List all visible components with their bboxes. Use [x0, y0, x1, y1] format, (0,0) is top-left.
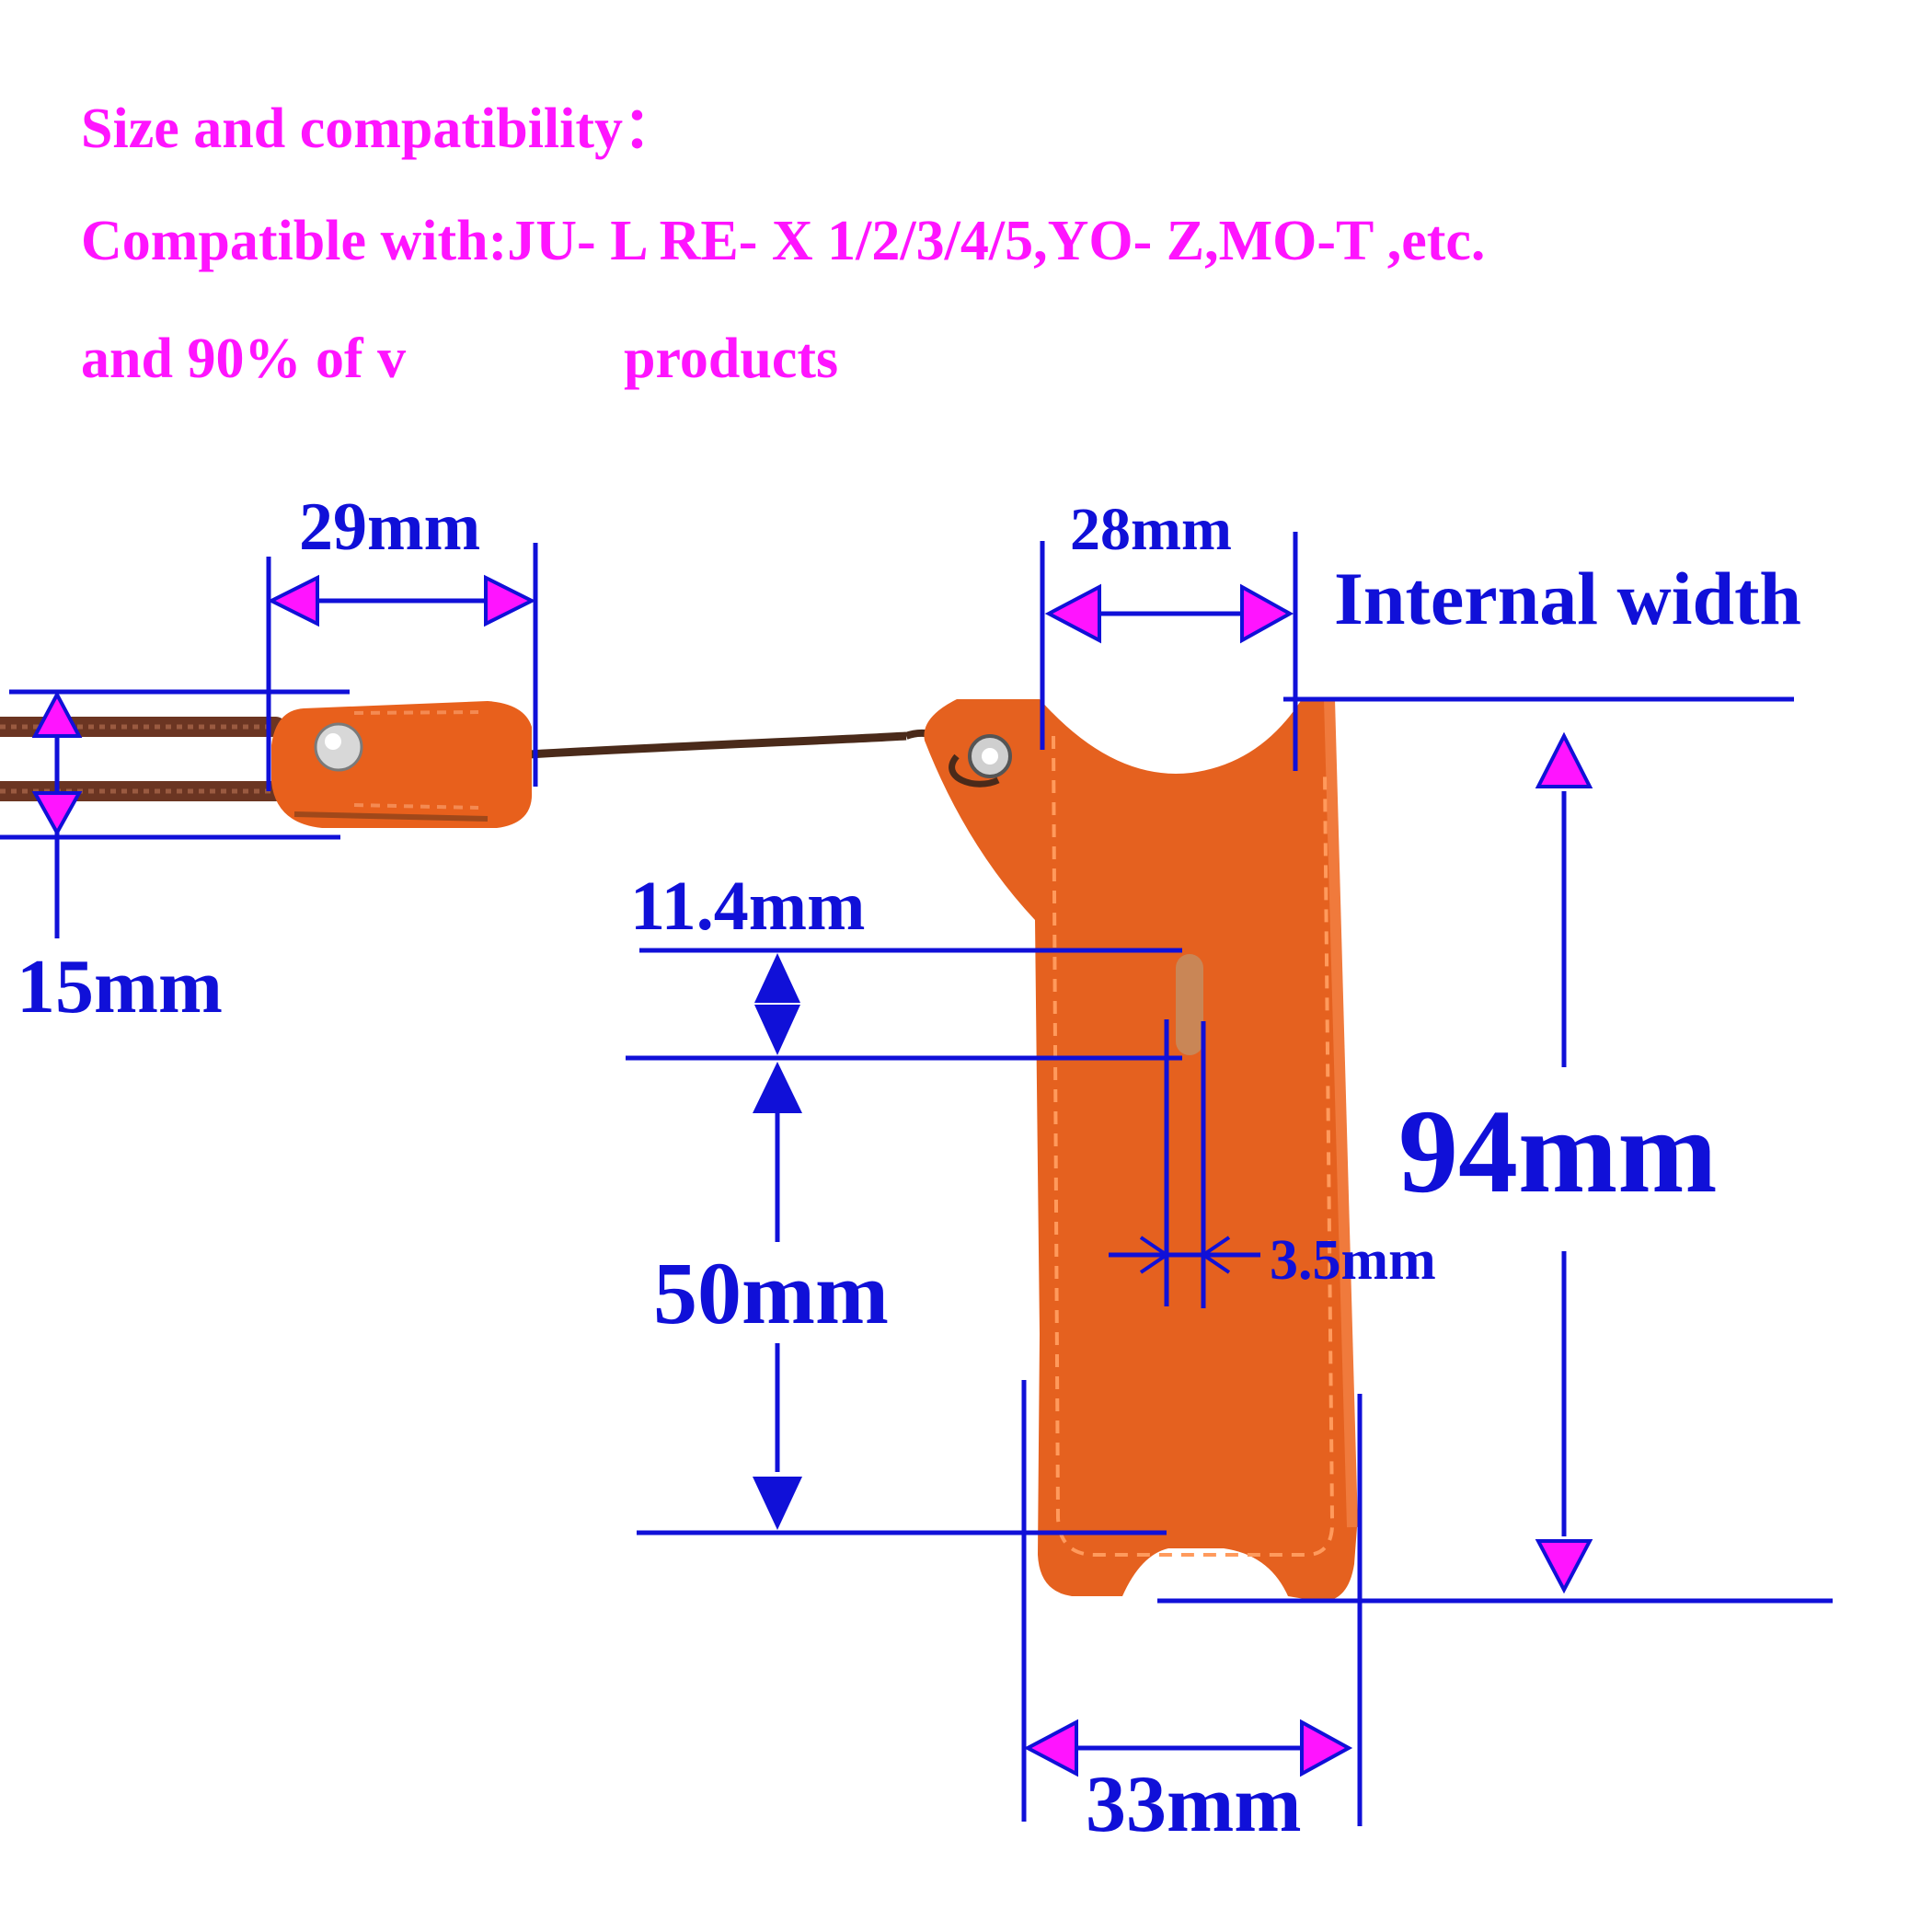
label-3-5mm: 3.5mm: [1270, 1229, 1436, 1292]
lanyard-clip: [271, 701, 533, 828]
blue-arrowheads: [753, 953, 802, 1530]
dimension-lines: [0, 532, 1833, 1826]
arrowheads: [31, 574, 1593, 1777]
label-94mm: 94mm: [1398, 1086, 1718, 1218]
label-15mm: 15mm: [17, 944, 223, 1029]
compatibility-line-2b: products: [624, 328, 838, 390]
label-11-4mm: 11.4mm: [630, 868, 865, 945]
label-50mm: 50mm: [653, 1244, 889, 1342]
label-33mm: 33mm: [1086, 1760, 1302, 1849]
heading: Size and compatibility：: [81, 98, 680, 160]
label-internal-width: Internal width: [1334, 557, 1801, 640]
label-29mm: 29mm: [299, 489, 480, 565]
leather-holder: [924, 698, 1358, 1602]
compatibility-line: Compatible with:JU- L RE- X 1/2/3/4/5,YO…: [81, 210, 1485, 272]
compatibility-line-2: and 90% of v: [81, 328, 406, 390]
label-28mm: 28mm: [1070, 496, 1232, 563]
slot: [1176, 954, 1203, 1055]
